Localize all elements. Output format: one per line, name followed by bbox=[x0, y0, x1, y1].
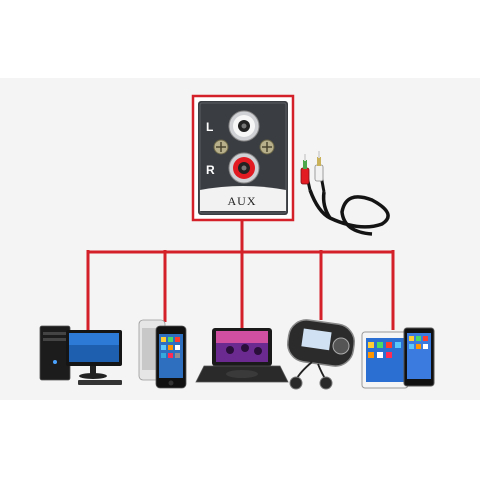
right-channel-label: R bbox=[206, 163, 215, 177]
left-channel-label: L bbox=[206, 120, 214, 134]
screw-icon bbox=[259, 139, 275, 155]
smartphone-icon bbox=[138, 319, 187, 389]
desktop-computer-icon bbox=[39, 325, 122, 385]
portable-dvd-player-icon bbox=[195, 328, 289, 383]
aux-panel bbox=[191, 94, 295, 222]
aux-label: AUX bbox=[227, 194, 257, 208]
screw-icon bbox=[213, 139, 229, 155]
rca-jack-red-icon bbox=[228, 152, 260, 184]
connector-lines bbox=[86, 220, 395, 330]
rca-jack-white-icon bbox=[228, 110, 260, 142]
rca-cable-icon bbox=[300, 151, 390, 236]
mp3-player-icon bbox=[286, 319, 356, 390]
tablets-icon bbox=[361, 327, 435, 389]
